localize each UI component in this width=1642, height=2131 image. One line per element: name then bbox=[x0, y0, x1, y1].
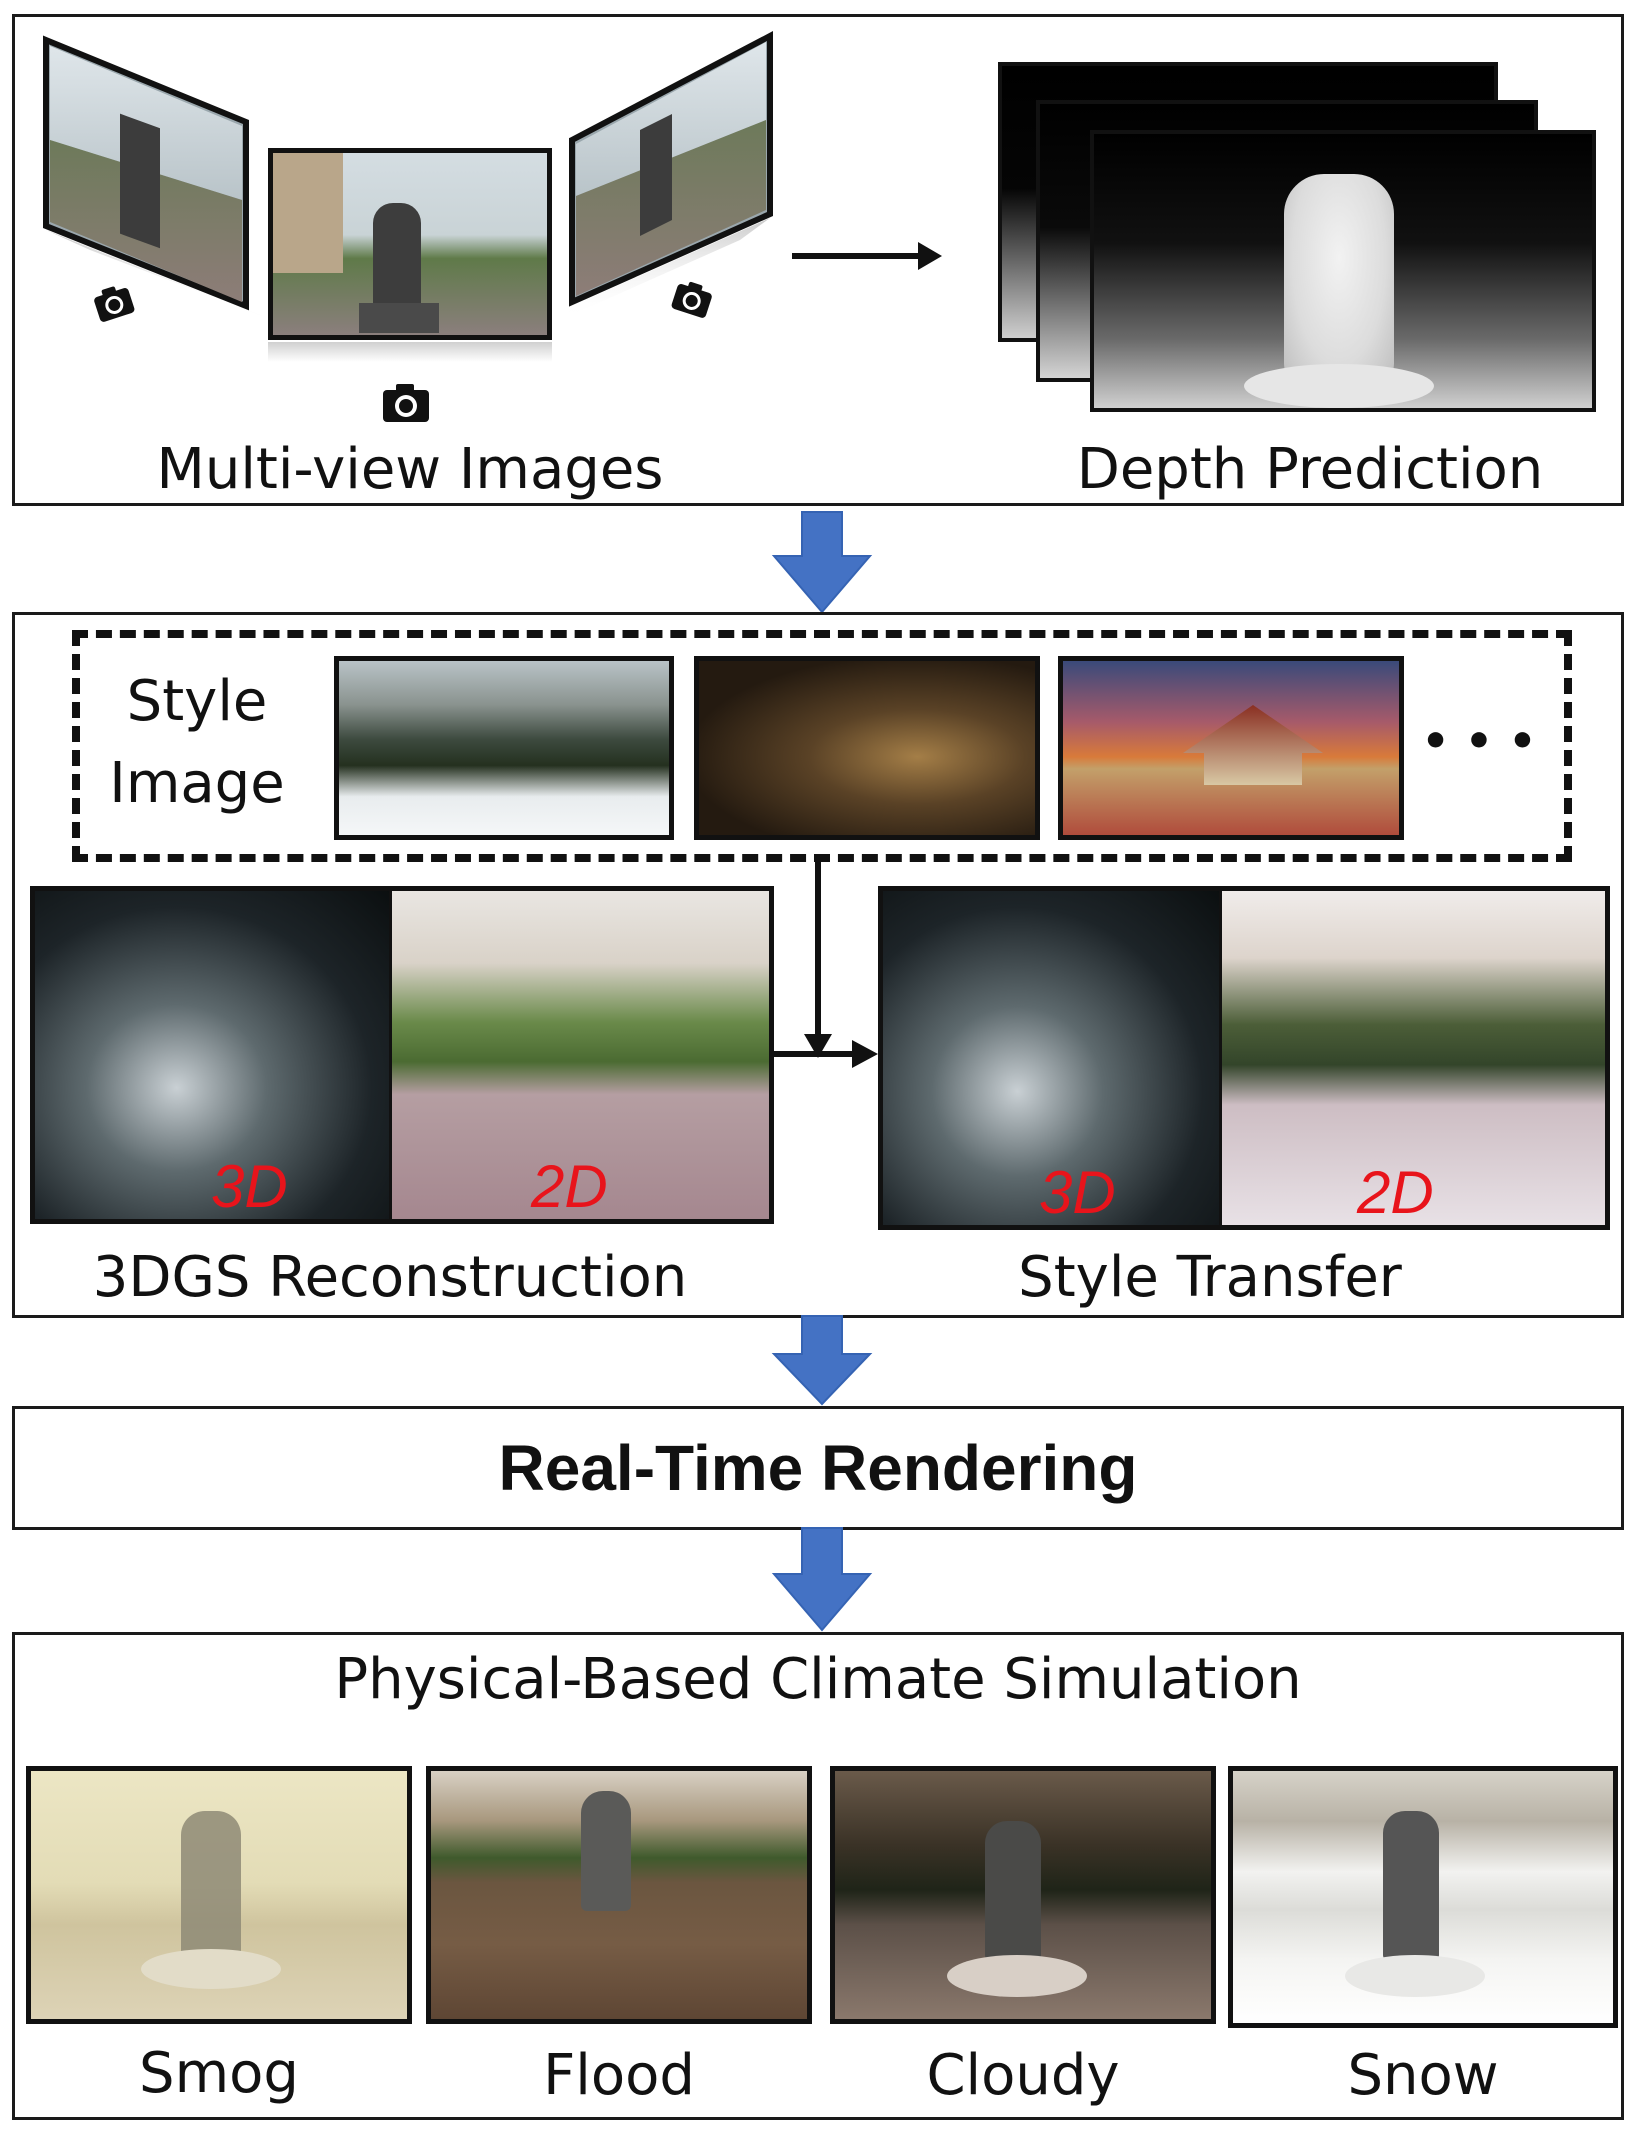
style-transfer-label: Style Transfer bbox=[1018, 1245, 1402, 1310]
climate-label-snow: Snow bbox=[1347, 2043, 1499, 2108]
climate-snow-image bbox=[1228, 1766, 1618, 2028]
depth-prediction-label: Depth Prediction bbox=[1076, 437, 1544, 502]
style-transfer-image: 3D 2D bbox=[878, 886, 1610, 1230]
camera-icon bbox=[671, 281, 712, 318]
style-image-label-line2: Image bbox=[109, 751, 285, 816]
3dgs-reconstruction-label: 3DGS Reconstruction bbox=[92, 1245, 688, 1310]
flow-arrow-down bbox=[771, 511, 873, 614]
camera-icon bbox=[94, 286, 135, 322]
style-image-label-line1: Style bbox=[126, 669, 268, 734]
style-images-dashed-box bbox=[72, 630, 1572, 862]
depth-statue-silhouette bbox=[1284, 174, 1394, 384]
style-image-forest bbox=[334, 656, 674, 840]
real-time-rendering-title: Real-Time Rendering bbox=[498, 1432, 1138, 1504]
more-styles-ellipsis: • • • bbox=[1421, 716, 1537, 767]
style-image-temple bbox=[1058, 656, 1404, 840]
multiview-center-shadow bbox=[268, 342, 552, 362]
transfer-3d-tag: 3D bbox=[1039, 1159, 1116, 1226]
climate-smog-image bbox=[26, 1766, 412, 2024]
climate-label-cloudy: Cloudy bbox=[926, 2043, 1120, 2108]
reconstruction-2d-half bbox=[389, 891, 769, 1219]
reconstruction-3d-tag: 3D bbox=[211, 1153, 288, 1220]
reconstruction-image: 3D 2D bbox=[30, 886, 774, 1224]
climate-cloudy-image bbox=[830, 1766, 1216, 2024]
multiview-images-label: Multi-view Images bbox=[156, 437, 664, 502]
reconstruction-3d-half bbox=[35, 891, 389, 1219]
multiview-center-image bbox=[268, 148, 552, 340]
transfer-2d-tag: 2D bbox=[1357, 1159, 1434, 1226]
climate-label-smog: Smog bbox=[139, 2041, 299, 2106]
depth-map-front bbox=[1090, 130, 1596, 412]
transfer-3d-half bbox=[883, 891, 1219, 1225]
flow-arrow-right bbox=[792, 242, 942, 270]
climate-simulation-title: Physical-Based Climate Simulation bbox=[334, 1647, 1302, 1712]
flow-arrow-down bbox=[771, 1315, 873, 1406]
style-image-interior bbox=[694, 656, 1040, 840]
flow-arrow-down bbox=[771, 1527, 873, 1632]
camera-icon bbox=[383, 384, 429, 422]
climate-flood-image bbox=[426, 1766, 812, 2024]
climate-label-flood: Flood bbox=[543, 2043, 695, 2108]
reconstruction-2d-tag: 2D bbox=[531, 1153, 608, 1220]
transfer-2d-half bbox=[1219, 891, 1605, 1225]
